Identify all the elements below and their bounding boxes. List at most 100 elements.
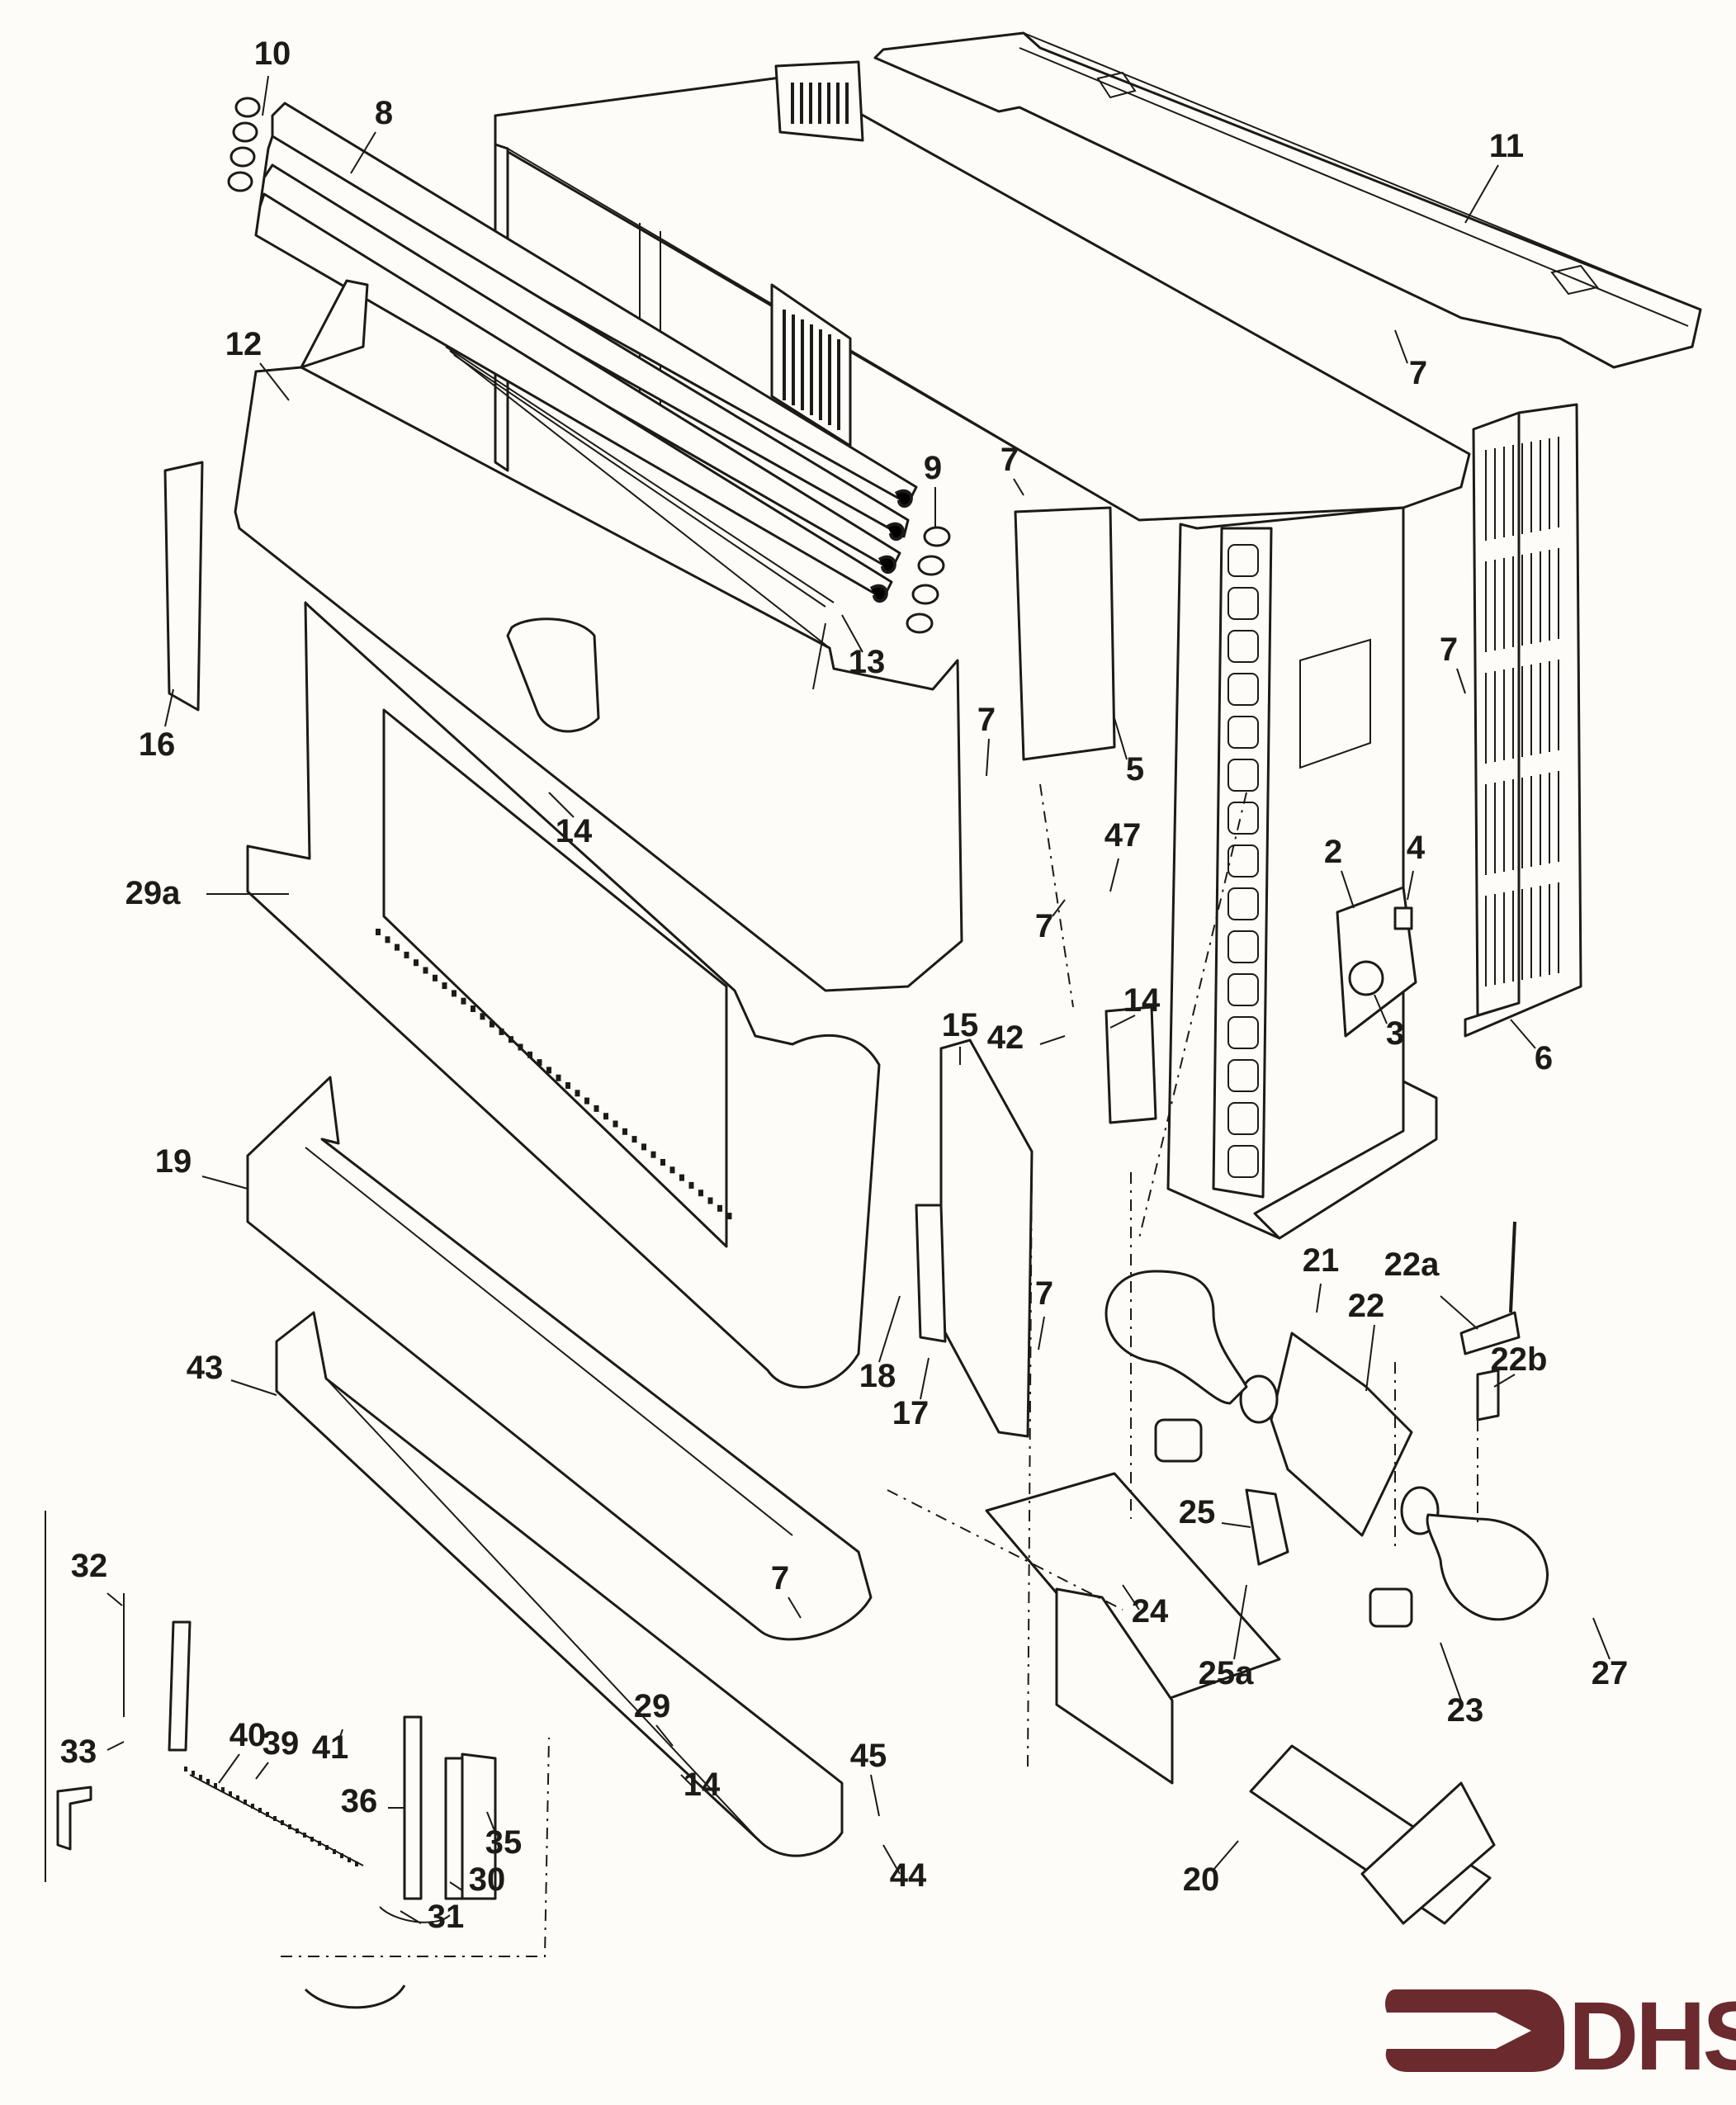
jet	[917, 555, 945, 576]
part-callout-label: 9	[924, 450, 942, 486]
lamp-bulbs	[1105, 1270, 1549, 1621]
flame-port	[575, 1090, 580, 1097]
leader-line	[548, 792, 575, 818]
flame-port	[518, 1043, 523, 1051]
rib	[1227, 930, 1259, 963]
part-callout-label: 23	[1447, 1692, 1484, 1729]
flame-port	[631, 1136, 637, 1143]
part-callout-label: 15	[942, 1007, 979, 1043]
part-callout-label: 4	[1407, 830, 1426, 866]
flame-port	[509, 1036, 513, 1043]
side-trim	[915, 1038, 1034, 1438]
brackets	[1014, 506, 1157, 1124]
leader-line	[655, 1724, 674, 1747]
part-callout-label: 22b	[1491, 1341, 1548, 1378]
rib	[1227, 973, 1259, 1006]
flame-port	[414, 959, 419, 967]
control-plate	[1336, 886, 1417, 1038]
part-callout-label: 3	[1386, 1015, 1404, 1052]
leader-line	[1510, 1019, 1536, 1049]
leader-line	[1052, 899, 1066, 917]
part-callout-label: 14	[556, 813, 593, 849]
rib	[1227, 1145, 1259, 1178]
part-callout-label: 19	[155, 1143, 192, 1180]
flame-port	[452, 990, 456, 997]
leader-line	[1109, 858, 1119, 892]
part-callout-label: 24	[1132, 1593, 1169, 1630]
part-callout-label: 21	[1303, 1242, 1340, 1279]
leader-line	[449, 1881, 463, 1891]
flame-port	[499, 1028, 504, 1035]
leader-line	[680, 1774, 694, 1788]
part-callout-label: 14	[684, 1767, 721, 1803]
flame-port	[707, 1197, 713, 1204]
injector-jets-left	[227, 97, 261, 192]
flame-port	[584, 1097, 589, 1105]
leader-line	[1365, 1324, 1375, 1392]
pin-22a	[1459, 1221, 1521, 1421]
tube-hook	[886, 522, 905, 541]
part-callout-label: 7	[1409, 355, 1427, 391]
flame-port	[660, 1159, 665, 1166]
leader-line	[841, 614, 863, 653]
part-callout-label: 20	[1183, 1861, 1220, 1898]
leader-line	[201, 1175, 248, 1190]
part-callout-label: 7	[1035, 908, 1053, 944]
leader-line	[1122, 1584, 1140, 1611]
part-callout-label: 8	[375, 95, 393, 131]
leader-line	[164, 688, 174, 727]
leader-line	[920, 1357, 929, 1400]
rib	[1227, 802, 1259, 835]
switch-25	[1245, 1488, 1289, 1566]
rib	[1227, 544, 1259, 577]
rib	[1227, 630, 1259, 663]
leader-line	[106, 1741, 125, 1751]
leader-line	[1464, 164, 1499, 224]
flame-port	[442, 982, 447, 990]
part-callout-label: 40	[229, 1717, 267, 1753]
part-callout-label: 47	[1105, 817, 1142, 854]
flame-port	[471, 1005, 475, 1012]
part-callout-label: 7	[771, 1560, 789, 1596]
part-callout-label: 16	[139, 726, 176, 763]
flame-port	[717, 1204, 722, 1212]
leader-line	[350, 131, 376, 174]
part-callout-label: 43	[187, 1350, 224, 1386]
rib	[1227, 1059, 1259, 1092]
leader-line	[1440, 1295, 1478, 1330]
leader-line	[788, 1596, 802, 1619]
leader-line	[1221, 1522, 1251, 1528]
lamp-holders	[1154, 1418, 1413, 1628]
part-callout-label: 7	[1440, 632, 1458, 668]
rib	[1227, 759, 1259, 792]
leader-line	[230, 1379, 277, 1396]
flame-port	[726, 1213, 732, 1220]
jet	[234, 97, 261, 118]
leader-line	[1039, 1035, 1066, 1045]
flame-port	[385, 936, 390, 944]
leader-line	[1374, 994, 1388, 1024]
leader-line	[1407, 870, 1414, 901]
rear-grille-small	[774, 60, 864, 142]
tube-hook	[877, 555, 896, 574]
jet	[906, 613, 934, 634]
flame-port	[556, 1074, 561, 1081]
leader-line	[218, 1753, 240, 1784]
flame-port	[641, 1143, 646, 1151]
part-callout-label: 29	[634, 1688, 671, 1724]
part-callout-label: 41	[312, 1729, 349, 1766]
part-callout-label: 14	[1123, 982, 1161, 1019]
leader-line	[262, 75, 269, 116]
part-callout-label: 27	[1592, 1655, 1629, 1691]
jet	[229, 146, 256, 168]
part-callout-label: 12	[225, 326, 263, 362]
flame-port	[537, 1059, 542, 1067]
leader-line	[870, 1774, 880, 1817]
leader-line	[882, 1844, 901, 1875]
flame-port	[650, 1151, 656, 1158]
base-tray	[275, 1311, 844, 1857]
flame-port	[603, 1113, 608, 1120]
flame-port	[395, 944, 400, 951]
part-callout-label: 33	[60, 1734, 97, 1770]
side-column-ribs	[1227, 544, 1259, 1178]
